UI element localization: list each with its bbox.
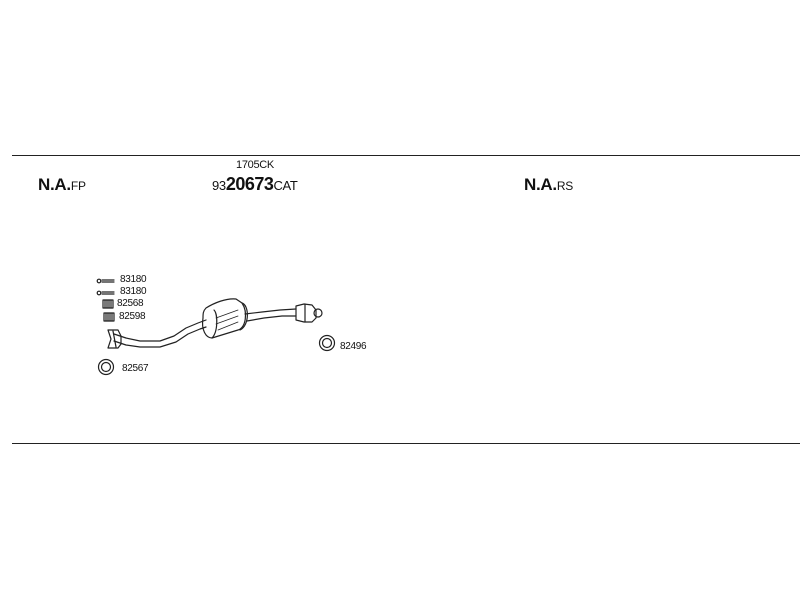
rear-pipe-icon <box>244 303 323 323</box>
part-label-gasket-front: 82567 <box>122 363 149 374</box>
part-label-bolt-1: 83180 <box>120 274 147 285</box>
catalyst-code: 1705CK <box>236 159 274 171</box>
spring-icon-1 <box>102 299 114 309</box>
part-label-spring-1: 82568 <box>117 298 144 309</box>
front-pipe-label-main: N.A. <box>38 175 71 194</box>
front-pipe-icon <box>107 319 207 349</box>
rear-silencer-label-main: N.A. <box>524 175 557 194</box>
bolt-icon-1 <box>96 278 115 284</box>
bolt-icon-2 <box>96 290 115 296</box>
rear-silencer-label: N.A.RS <box>524 176 573 194</box>
top-separator-line <box>12 155 800 156</box>
front-pipe-label-suffix: FP <box>70 179 86 193</box>
catalyst-part-number: 9320673CAT <box>212 175 298 194</box>
gasket-ring-icon-front <box>97 358 115 376</box>
gasket-ring-icon-rear <box>318 334 336 352</box>
bottom-separator-line <box>12 443 800 444</box>
catalytic-converter-icon <box>201 298 248 339</box>
spring-icon-2 <box>103 312 115 322</box>
catalyst-part-main: 20673 <box>225 174 274 194</box>
front-pipe-label: N.A.FP <box>38 176 86 194</box>
part-label-bolt-2: 83180 <box>120 286 147 297</box>
catalyst-part-prefix: 93 <box>212 178 226 193</box>
rear-silencer-label-suffix: RS <box>556 179 574 193</box>
part-label-spring-2: 82598 <box>119 311 146 322</box>
catalyst-part-suffix: CAT <box>273 178 298 193</box>
part-label-gasket-rear: 82496 <box>340 341 367 352</box>
